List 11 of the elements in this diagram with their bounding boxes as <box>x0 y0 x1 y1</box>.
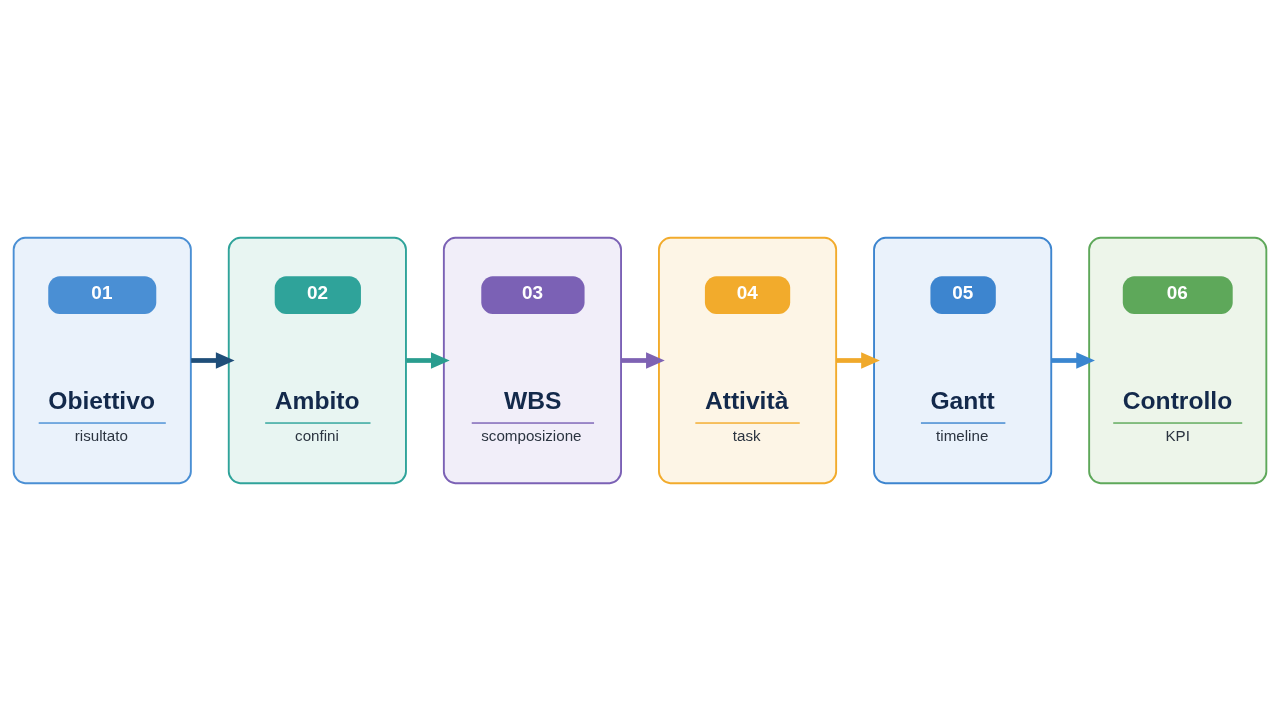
node-box: 04 Attività task <box>658 236 838 484</box>
node-box: 02 Ambito confini <box>227 236 407 484</box>
node-box: 03 WBS scomposizione <box>442 236 622 484</box>
node-box: 05 Gantt timeline <box>873 236 1053 484</box>
node-box: 06 Controllo KPI <box>1088 236 1268 484</box>
node-box: 01 Obiettivo risultato <box>12 236 192 484</box>
arrow <box>1051 351 1095 369</box>
arrow <box>836 351 880 369</box>
arrow <box>621 351 665 369</box>
arrow <box>191 351 235 369</box>
arrow <box>406 351 450 369</box>
